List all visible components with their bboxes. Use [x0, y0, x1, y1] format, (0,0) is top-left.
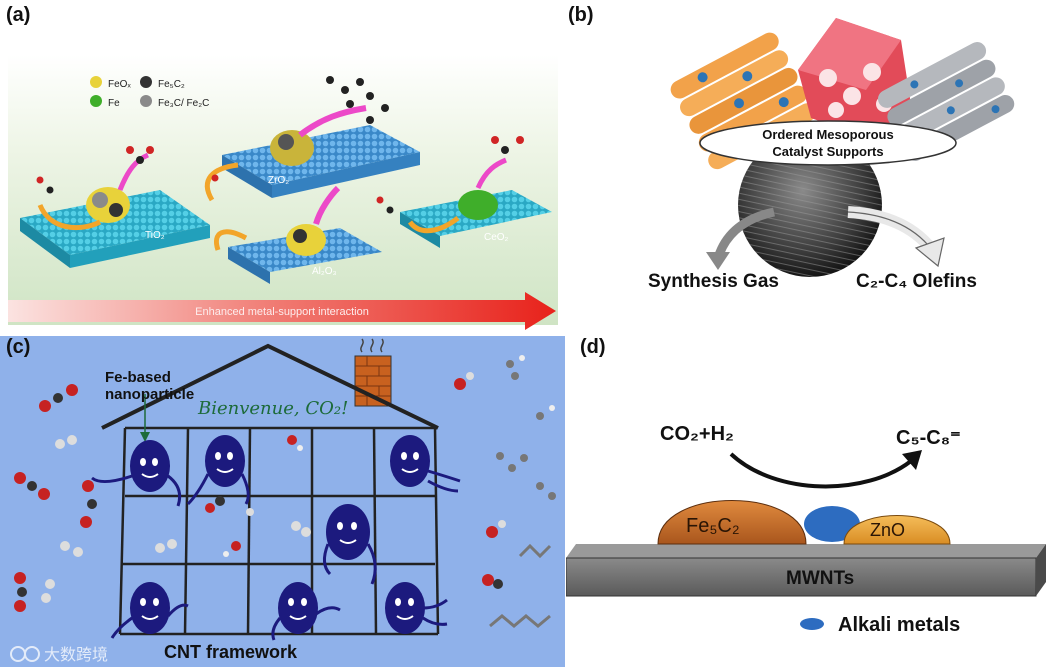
nanoparticle [271, 582, 341, 641]
zro2-label: ZrO₂ [268, 175, 289, 186]
legend-fe-dot [90, 95, 102, 107]
legend-fe3c: Fe₃C/ Fe₂C [158, 98, 209, 109]
reaction-arrow [729, 452, 913, 489]
enhanced-interaction-arrow [8, 292, 556, 330]
callout-line1: Fe-based [105, 369, 171, 386]
product-label: C₅-C₈⁼ [896, 427, 961, 449]
watermark-text: 大数跨境 [44, 645, 108, 664]
zro2-in-arrow [204, 162, 239, 202]
chimney [354, 338, 392, 407]
catalyst-supports-oval [699, 120, 957, 166]
legend-feox: FeOₓ [108, 79, 131, 90]
fe5c2-label: Fe₅C₂ [686, 515, 740, 537]
legend-fe5c2-dot [140, 76, 152, 88]
al2o3-label: Al₂O₃ [312, 266, 337, 277]
tio2-label: TiO₂ [145, 230, 165, 241]
panel-d-label: (d) [580, 336, 606, 358]
alkali-particle [804, 506, 860, 542]
fe5c2-particle [657, 500, 807, 545]
ceo2-in-arrow [407, 215, 460, 234]
panel-b: Ordered Mesoporous Catalyst Supports Syn… [566, 0, 1055, 335]
greeting-text: Bienvenue, CO₂! [197, 398, 348, 419]
legend-fe5c2: Fe₅C₂ [158, 79, 185, 90]
mwnt-label: MWNTs [786, 568, 854, 589]
nanoparticle [186, 435, 250, 506]
house-roof [101, 343, 439, 430]
nanoparticle [91, 440, 182, 507]
panel-a: FeOₓ Fe₅C₂ Fe Fe₃C/ Fe₂C TiO₂ ZrO₂ [0, 0, 565, 335]
tio2-in-arrow [37, 203, 102, 231]
legend-fe3c-dot [140, 95, 152, 107]
al2o3-slab: Al₂O₃ [228, 224, 382, 284]
zro2-slab: ZrO₂ [222, 125, 420, 198]
syngas-arrowhead [706, 252, 730, 270]
molecule-cluster-a [36, 76, 524, 214]
panel-b-figure: Ordered Mesoporous Catalyst Supports Syn… [648, 18, 1015, 292]
alkali-legend-dot [800, 618, 824, 630]
watermark-logo: 大数跨境 [10, 645, 108, 664]
ceo2-out-arrow [475, 157, 507, 190]
synthesis-gas-label: Synthesis Gas [648, 271, 779, 292]
panel-c-label: (c) [6, 336, 31, 358]
red-hexagonal-block [798, 18, 911, 140]
zno-particle [843, 515, 951, 545]
callout-line2: nanoparticle [105, 386, 194, 403]
mwnt-top [566, 544, 1046, 558]
syngas-arrow-body [713, 207, 776, 260]
mwnt-slab [566, 557, 1037, 597]
al2o3-out-arrow [313, 185, 341, 225]
oval-line1: Ordered Mesoporous [762, 127, 893, 142]
panel-a-label: (a) [6, 4, 31, 26]
panel-c: Fe-based nanoparticle Bienvenue, CO₂! CN… [0, 336, 565, 667]
reaction-arrowhead [902, 450, 922, 470]
nanoparticle [323, 504, 377, 585]
panel-a-legend: FeOₓ Fe₅C₂ Fe Fe₃C/ Fe₂C [90, 76, 209, 109]
oval-line2: Catalyst Supports [772, 144, 883, 159]
cnt-framework-label: CNT framework [164, 642, 298, 662]
olefins-arrowhead [914, 237, 945, 268]
nanoparticles [91, 435, 461, 641]
ceo2-label: CeO₂ [484, 232, 509, 243]
olefins-label: C₂-C₄ Olefins [856, 271, 977, 292]
reactant-label: CO₂+H₂ [660, 423, 734, 445]
nanoparticle [390, 435, 461, 493]
alkali-legend-text: Alkali metals [838, 614, 960, 636]
panel-d-figure: CO₂+H₂ C₅-C₈⁼ MWNTs Fe₅C₂ ZnO Alkali met… [566, 423, 1046, 636]
tio2-slab: TiO₂ [20, 187, 210, 268]
panel-a-figure: FeOₓ Fe₅C₂ Fe Fe₃C/ Fe₂C TiO₂ ZrO₂ [8, 55, 558, 330]
nanoparticle [110, 582, 189, 639]
molecules-c [14, 355, 556, 628]
legend-fe: Fe [108, 98, 120, 109]
tio2-out-arrow [117, 152, 150, 191]
panel-d: CO₂+H₂ C₅-C₈⁼ MWNTs Fe₅C₂ ZnO Alkali met… [566, 336, 1055, 667]
panel-b-label: (b) [568, 4, 594, 26]
zro2-out-arrow [298, 105, 367, 138]
panel-c-figure: Fe-based nanoparticle Bienvenue, CO₂! CN… [0, 336, 565, 667]
legend-feox-dot [90, 76, 102, 88]
nanoparticle [385, 582, 448, 634]
al2o3-in-arrow [214, 229, 248, 251]
zno-label: ZnO [870, 520, 905, 540]
enhanced-interaction-text: Enhanced metal-support interaction [195, 306, 369, 318]
